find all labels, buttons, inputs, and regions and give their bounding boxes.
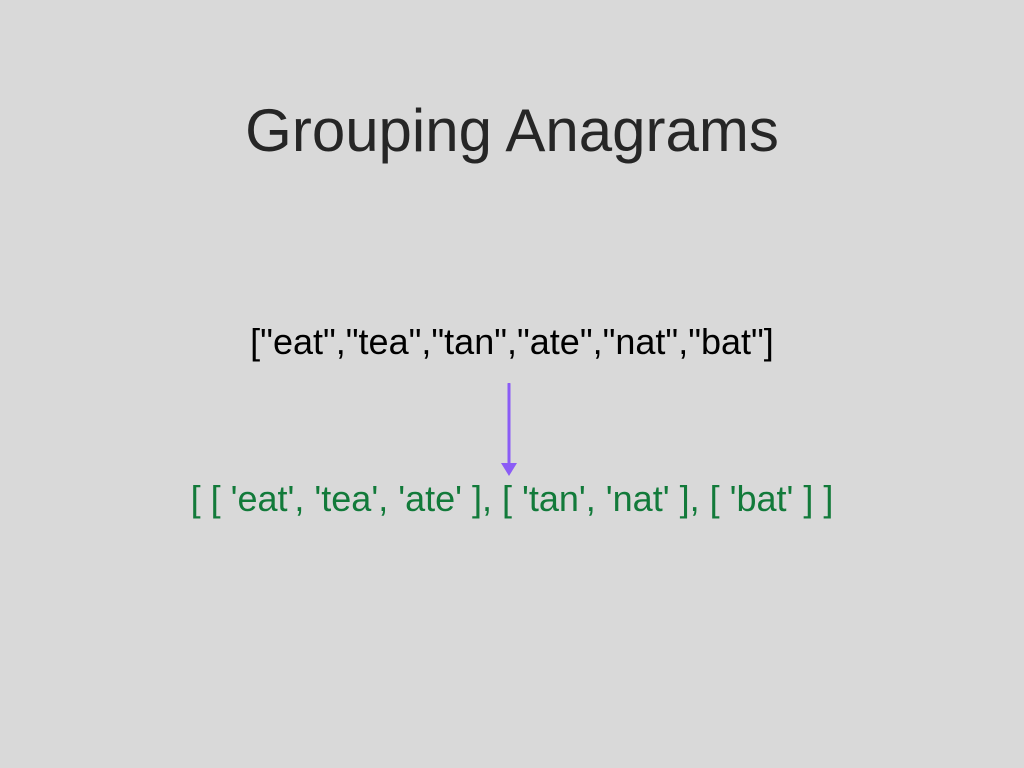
input-array-text: ["eat","tea","tan","ate","nat","bat"] [250,321,774,362]
slide-title: Grouping Anagrams [245,97,779,164]
down-arrow-icon [501,383,517,476]
grouped-output-text: [ [ 'eat', 'tea', 'ate' ], [ 'tan', 'nat… [190,478,834,519]
arrow-head [501,463,517,476]
